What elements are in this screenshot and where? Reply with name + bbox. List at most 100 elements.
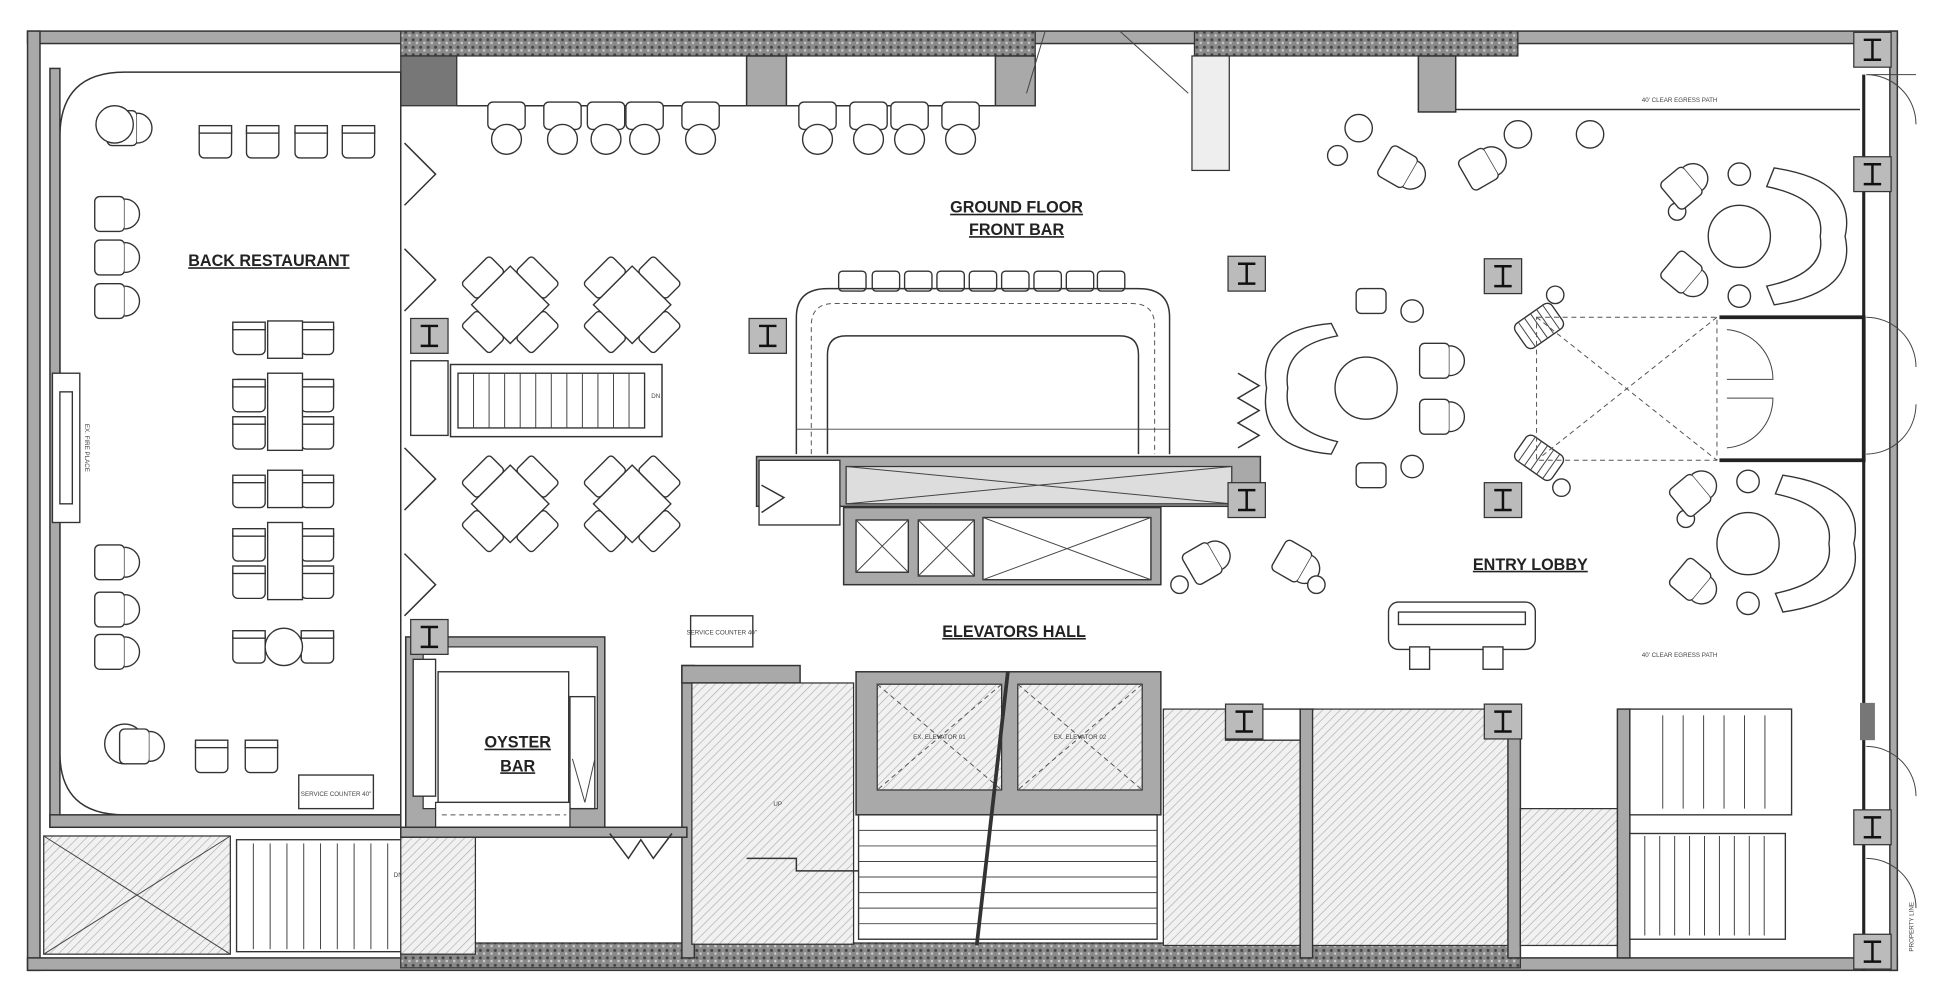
chair: [194, 739, 229, 774]
stair-treads: [473, 373, 630, 428]
chair: [232, 630, 266, 664]
chair: [300, 630, 335, 664]
counter-stool: [837, 270, 867, 292]
chair: [232, 416, 266, 450]
service-counter-note-2: SERVICE COUNTER 40": [686, 629, 757, 636]
round-table: [1727, 284, 1752, 308]
chair: [232, 321, 266, 356]
column-icon: [1227, 255, 1266, 292]
table-with-chairs: [583, 256, 681, 354]
curved-sofa: [1765, 167, 1848, 306]
bar-stool: [543, 101, 582, 155]
fireplace-note: EX. FIRE PLACE: [83, 424, 90, 472]
round-table: [1400, 454, 1425, 479]
partition: [403, 248, 437, 312]
counter-stool: [1065, 270, 1095, 292]
stair-treads: [858, 829, 1158, 925]
armchair: [94, 591, 141, 628]
round-table: [1170, 575, 1189, 595]
stair-up-label: UP: [773, 801, 782, 808]
armchair: [94, 282, 141, 320]
partition: [403, 447, 437, 511]
bar-stool: [941, 101, 980, 155]
chair: [245, 124, 280, 159]
front-bar-counter: [795, 287, 1171, 455]
stair-dn-label: DN: [651, 393, 660, 400]
curved-sofa: [1774, 474, 1856, 613]
lounge-chair: [1513, 302, 1565, 350]
column-icon: [1483, 482, 1523, 519]
chair: [232, 528, 266, 562]
armchair: [94, 195, 141, 233]
column-icon: [1483, 258, 1523, 295]
round-table: [1736, 469, 1760, 494]
egress-note-top: 40' CLEAR EGRESS PATH: [1642, 97, 1718, 104]
chair: [198, 124, 233, 159]
armchair: [94, 633, 141, 670]
round-table: [1545, 285, 1565, 305]
dining-table: [266, 521, 304, 601]
counter-stool: [936, 270, 965, 292]
entry-lobby: [1236, 74, 1917, 971]
chair: [300, 378, 335, 413]
curved-sofa: [1264, 322, 1339, 455]
armchair: [1660, 250, 1709, 298]
chair: [232, 378, 266, 413]
round-table: [1552, 478, 1571, 498]
bar-stool: [681, 101, 720, 155]
armchair: [118, 728, 165, 765]
chair: [300, 528, 335, 562]
dining-table: [266, 469, 304, 509]
armchair: [94, 239, 141, 276]
lower-service-zone: SERVICE COUNTER 40" EX. ELEVATOR 01 EX. …: [43, 615, 1793, 959]
round-table: [1736, 591, 1760, 616]
column-icon: [1853, 809, 1892, 846]
room-label-oyster-bar-line2: BAR: [500, 757, 535, 775]
counter-stool: [1033, 270, 1063, 292]
bar-stool: [849, 101, 888, 155]
round-table: [1334, 356, 1398, 420]
stair-front: DN: [410, 360, 663, 438]
armchair: [1181, 540, 1231, 585]
bar-stool: [586, 101, 626, 155]
oyster-bar: [404, 636, 606, 831]
room-label-front-bar-line1: GROUND FLOOR: [950, 199, 1083, 217]
armchair: [1660, 163, 1709, 210]
bar-stool: [625, 101, 664, 155]
chair: [300, 565, 335, 600]
dining-table: [266, 372, 304, 452]
chair: [294, 124, 329, 159]
armchair: [1668, 470, 1718, 518]
stair-treads: [252, 843, 389, 950]
service-core: [755, 455, 1262, 586]
armchair: [1668, 557, 1718, 605]
column-icon: [1227, 482, 1266, 519]
column-icon: [1853, 933, 1892, 970]
round-table: [264, 627, 304, 667]
chair: [341, 124, 376, 159]
property-line-note: PROPERTY LINE: [1908, 902, 1915, 952]
armchair: [1418, 342, 1466, 379]
exterior-walls: [26, 30, 1899, 972]
structural-columns: [410, 31, 1892, 970]
armchair: [1377, 145, 1427, 190]
bar-stool: [798, 101, 837, 155]
round-table: [1707, 204, 1772, 269]
room-label-entry-lobby: ENTRY LOBBY: [1473, 556, 1588, 574]
chair: [232, 565, 266, 600]
chair: [1355, 287, 1387, 315]
round-table: [1306, 575, 1326, 595]
elevator-01-label: EX. ELEVATOR 01: [913, 734, 966, 741]
chair: [300, 321, 335, 356]
round-table: [1716, 511, 1780, 576]
room-label-oyster-bar-line1: OYSTER: [484, 734, 551, 752]
table-with-chairs: [461, 256, 559, 354]
elevator-02-label: EX. ELEVATOR 02: [1054, 734, 1107, 741]
back-restaurant-room: EX. FIRE PLACE SERVICE COUNTER 40": [49, 67, 402, 829]
chair: [300, 416, 335, 450]
chair: [300, 474, 335, 509]
egress-note-bottom: 40' CLEAR EGRESS PATH: [1642, 652, 1718, 659]
chair: [244, 739, 279, 774]
column-icon: [1853, 31, 1892, 68]
stair-dn-label-2: DN: [394, 872, 403, 879]
